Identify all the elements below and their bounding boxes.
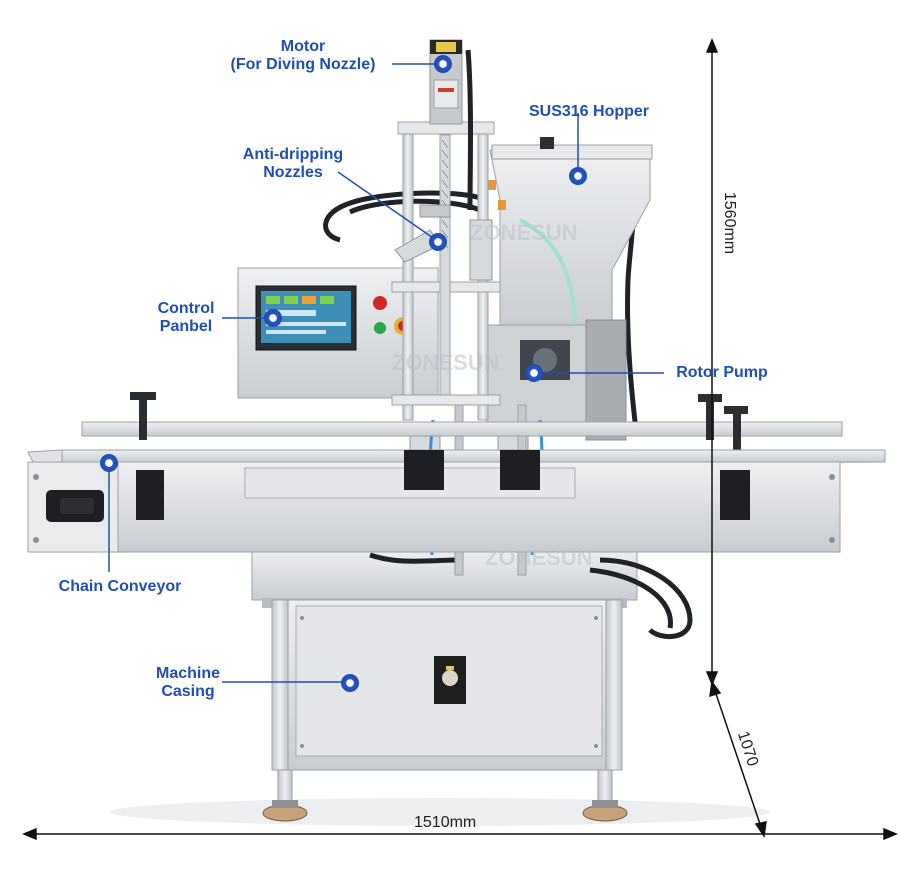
- casing-callout: Machine Casing: [140, 665, 236, 701]
- hopper-dot: [569, 167, 587, 185]
- watermark-3: ZONESUN: [485, 545, 593, 570]
- motor-label-line2: (For Diving Nozzle): [230, 56, 376, 73]
- rotor-pump-body: [485, 319, 627, 441]
- control-label-line1: Control: [157, 300, 215, 317]
- callout-dots: [100, 55, 587, 692]
- watermark-1: ZONESUN: [470, 220, 578, 245]
- nozzles-label-line2: Nozzles: [263, 164, 323, 181]
- height-dimension: 1560mm: [721, 191, 738, 255]
- motor-callout: Motor (For Diving Nozzle): [218, 38, 388, 74]
- casing-label-line1: Machine: [155, 665, 220, 682]
- motor-label-line1: Motor: [280, 38, 326, 55]
- nozzles-leader: [337, 171, 437, 241]
- guide-rail: [81, 392, 843, 452]
- depth-arrow-bottom: [754, 821, 767, 839]
- rotor-callout: Rotor Pump: [664, 364, 780, 382]
- depth-dimension-line: [713, 687, 763, 831]
- conveyor-label: Chain Conveyor: [58, 578, 182, 595]
- motor-dot: [434, 55, 452, 73]
- depth-arrow-top: [709, 680, 722, 698]
- width-arrow-left: [22, 827, 37, 841]
- hopper-body: [488, 137, 653, 331]
- chain-conveyor-body: [27, 449, 886, 553]
- callout-leaders: [108, 63, 664, 683]
- rotor-label: Rotor Pump: [676, 364, 768, 381]
- control-callout: Control Panbel: [148, 300, 224, 336]
- conveyor-dot: [100, 454, 118, 472]
- height-arrow-bottom: [705, 671, 719, 686]
- nozzles-label-line1: Anti-dripping: [242, 146, 344, 163]
- casing-dot: [341, 674, 359, 692]
- hopper-callout: SUS316 Hopper: [516, 103, 662, 121]
- hopper-label: SUS316 Hopper: [528, 103, 650, 120]
- height-arrow-top: [705, 38, 719, 53]
- machine-casing-body: [251, 549, 638, 771]
- nozzles-callout: Anti-dripping Nozzles: [228, 146, 358, 182]
- width-arrow-right: [883, 827, 898, 841]
- width-dimension: 1510mm: [414, 814, 477, 831]
- casing-label-line2: Casing: [161, 683, 215, 700]
- rotor-dot: [525, 364, 543, 382]
- watermark-2: ZONESUN: [392, 350, 500, 375]
- conveyor-callout: Chain Conveyor: [40, 578, 200, 596]
- control-dot: [264, 309, 282, 327]
- control-label-line2: Panbel: [159, 318, 213, 335]
- dimension-lines: [22, 38, 898, 841]
- nozzles-dot: [429, 233, 447, 251]
